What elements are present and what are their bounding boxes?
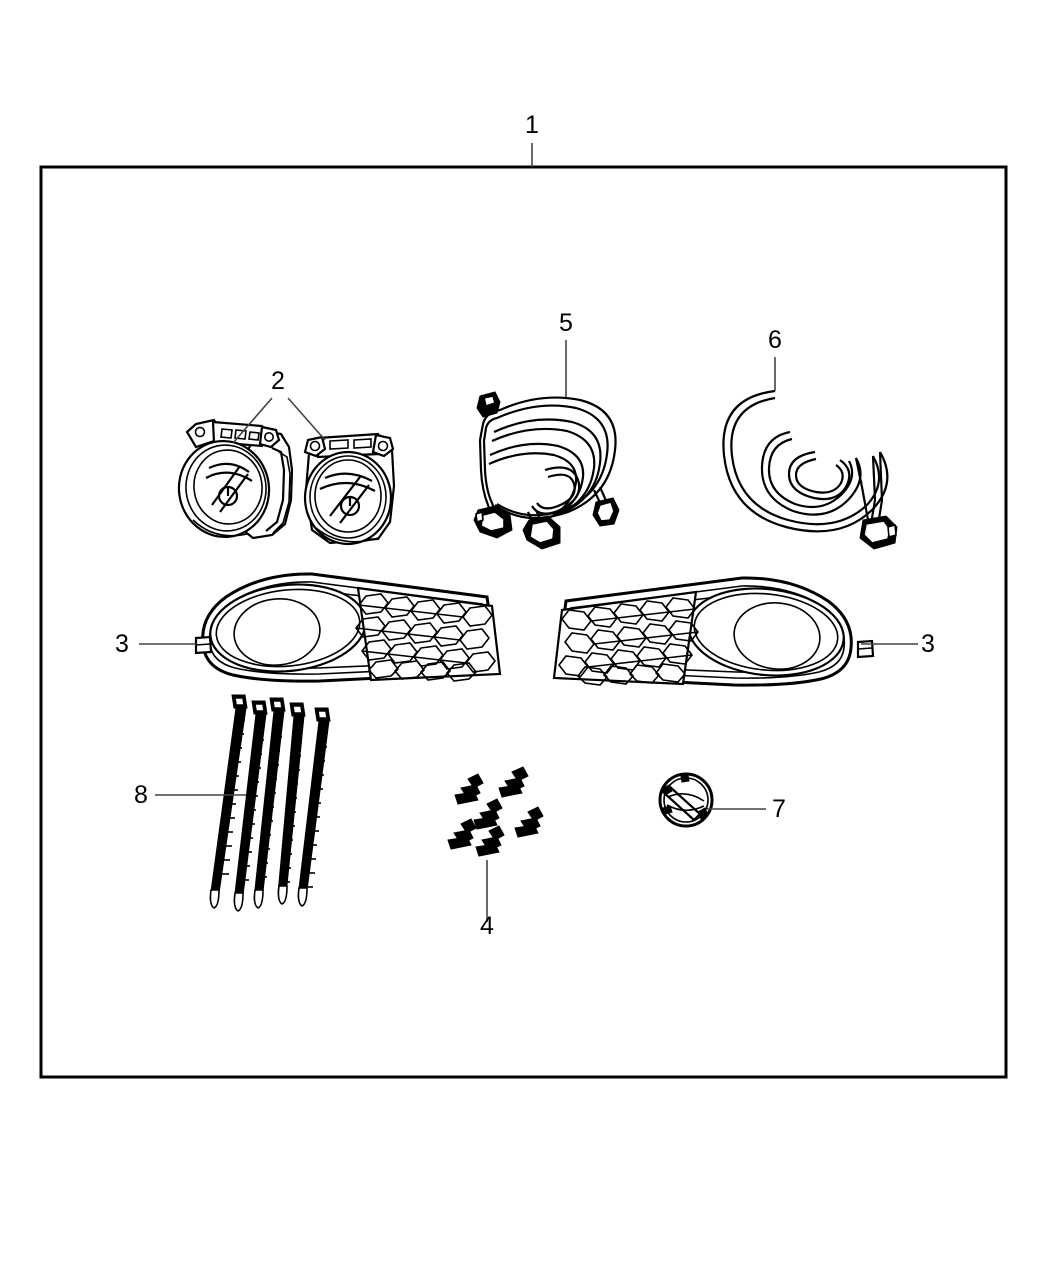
fog-lamp-left [177,418,294,540]
callout-label-4: 4 [480,912,494,940]
fog-lamp-right [303,432,396,546]
screw [514,806,544,838]
cable-tie [253,697,286,909]
callout-label-3-left: 3 [115,630,129,658]
bezel-left [194,572,502,683]
cable-tie [277,702,306,905]
callout-label-2: 2 [271,367,285,395]
kit-frame [39,165,1008,1079]
screws [447,766,544,857]
callout-label-5: 5 [559,309,573,337]
cable-tie [233,700,268,912]
callout-label-1: 1 [525,111,539,139]
callout-label-7: 7 [772,795,786,823]
harness-main [473,391,620,550]
leader-2b [287,397,326,441]
leader-2a [232,397,273,444]
cable-tie [209,694,248,909]
bezel-right [552,576,875,687]
screw [475,825,505,857]
callout-leaders [139,143,918,922]
callout-label-8: 8 [134,781,148,809]
cable-ties [209,694,331,912]
callout-label-3-right: 3 [921,630,935,658]
harness-jumper [722,389,898,550]
screw [447,818,477,850]
screw [498,766,529,798]
rotary-cap [658,772,714,828]
callout-label-6: 6 [768,326,782,354]
callout-labels: 1 2 3 3 4 5 6 7 8 [115,111,935,940]
screw [454,773,484,805]
screw [473,798,503,830]
cable-tie [297,707,331,907]
